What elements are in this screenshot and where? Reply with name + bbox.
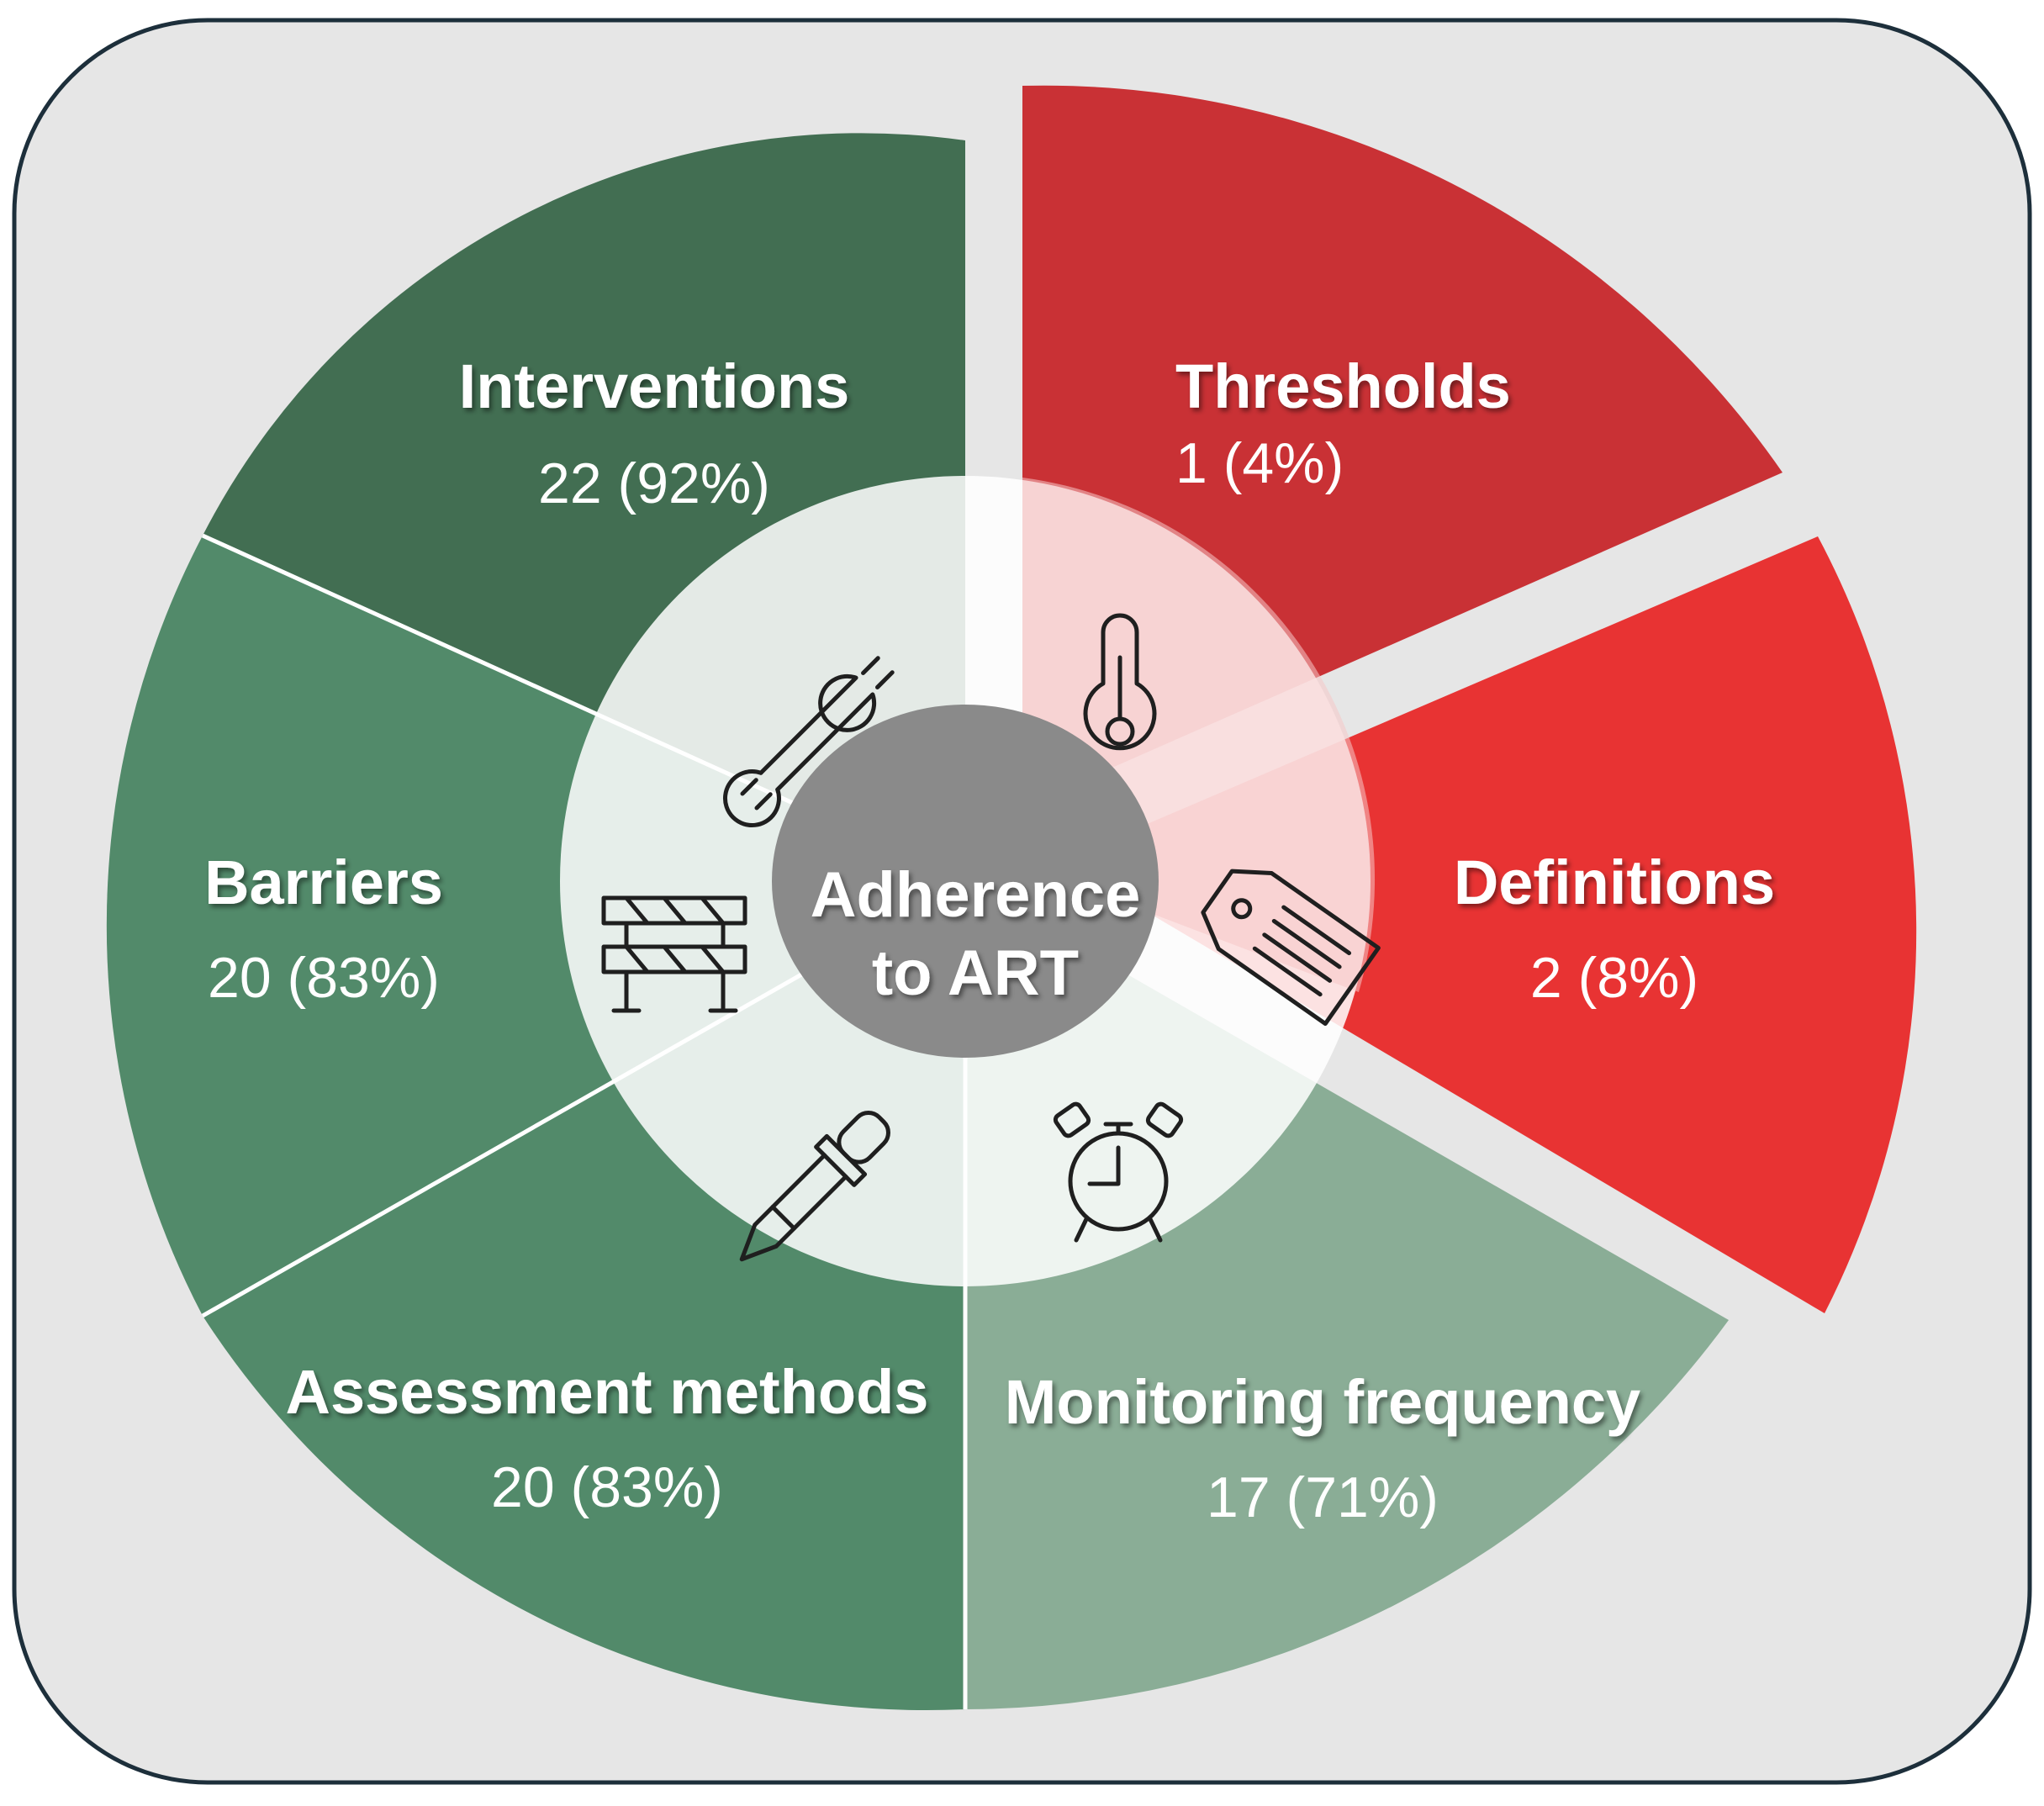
barrier-icon [601, 895, 747, 1013]
alarm-clock-icon [1053, 1101, 1184, 1243]
wrench-icon [722, 656, 895, 828]
segment-barriers [106, 536, 966, 1316]
thermometer-icon [1083, 613, 1157, 751]
tag-icon [1201, 869, 1381, 1027]
monitoring-title: Monitoring frequency [1005, 1367, 1640, 1437]
dropper-icon [739, 1111, 890, 1262]
interventions-title: Interventions [459, 351, 850, 421]
barriers-title: Barriers [204, 848, 443, 917]
segment-definitions [1061, 536, 1917, 1313]
center-hub [772, 705, 1159, 1058]
barriers-value: 20 (83%) [208, 946, 440, 1010]
assessment-title: Assessment methods [286, 1357, 929, 1427]
monitoring-value: 17 (71%) [1207, 1465, 1439, 1529]
definitions-title: Definitions [1454, 848, 1775, 917]
thresholds-value: 1 (4%) [1175, 431, 1344, 495]
center-label-line2: to ART [872, 937, 1079, 1009]
center-label-line1: Adherence [811, 859, 1141, 931]
interventions-value: 22 (92%) [538, 452, 770, 515]
assessment-value: 20 (83%) [491, 1455, 723, 1519]
definitions-value: 2 (8%) [1530, 946, 1698, 1010]
thresholds-title: Thresholds [1175, 351, 1511, 421]
